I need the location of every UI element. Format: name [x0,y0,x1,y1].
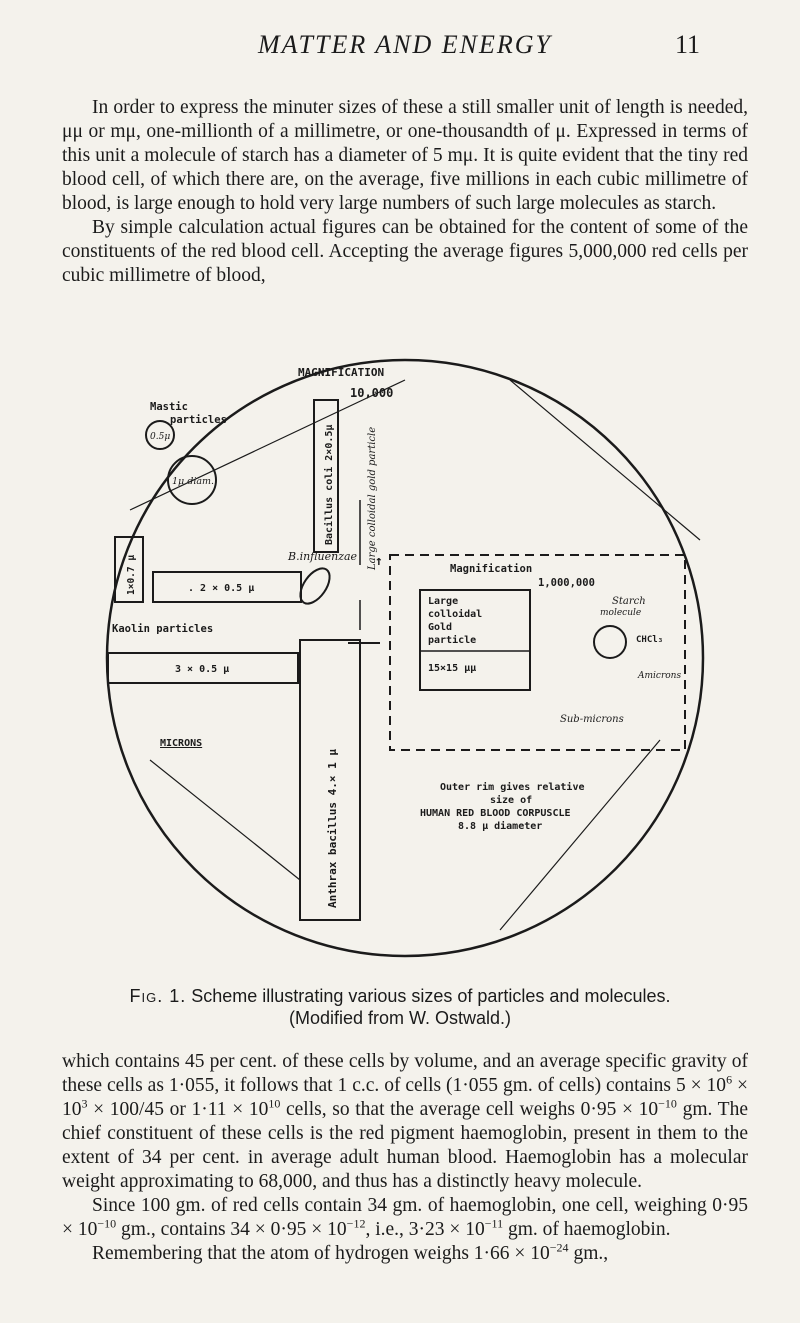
outer-rim-line-3: HUMAN RED BLOOD CORPUSCLE [420,808,571,819]
text-run: gm., contains 34 × 0·95 × 10 [116,1219,347,1240]
paragraph-3: which contains 45 per cent. of these cel… [62,1050,748,1194]
chloroform-label: CHCl₃ [636,635,663,645]
bottom-paragraphs: which contains 45 per cent. of these cel… [62,1050,748,1266]
colloidal-gold-vertical-label: Large colloidal gold particle [367,427,378,571]
exponent: −10 [658,1096,677,1111]
exponent: 3 [81,1096,88,1111]
exponent: −12 [346,1216,366,1231]
page-number: 11 [674,30,700,59]
kaolin-label: Kaolin particles [112,623,213,635]
text-run: × 100/45 or 1·11 × 10 [87,1099,269,1120]
bacillus-coli-label: Bacillus coli 2×0.5μ [323,425,335,545]
text-run: × 10 [62,1075,748,1120]
outer-rim-line-2: size of [490,794,532,806]
small-bacterium-box [114,536,144,603]
sub-microns-label: Sub-microns [560,714,624,725]
magnification-million-title: Magnification [450,563,532,575]
starch-line-1: Starch [612,596,646,607]
paragraph-1: In order to express the minuter sizes of… [62,97,748,214]
sector-line-1 [129,379,406,511]
sector-line-4 [499,739,661,931]
one-micron-circle [167,455,217,505]
text-run: Since 100 gm. of red cells contain 34 gm… [62,1195,748,1240]
running-title: MATTER AND ENERGY [257,30,552,59]
anthrax-box [299,639,361,921]
paragraph-5: Remembering that the atom of hydrogen we… [62,1242,748,1266]
text-run: Remembering that the atom of hydrogen we… [92,1243,550,1264]
particle-size-diagram: MAGNIFICATION 10,000 Bacillus coli 2×0.5… [105,358,705,958]
mastic-label-1: Mastic [150,401,188,413]
exponent: 6 [726,1072,733,1087]
mastic-particle-circle [145,420,175,450]
text-run: gm. The chief constituent of these cells… [62,1099,748,1192]
small-rod-size: . 2 × 0.5 μ [188,583,254,594]
colloidal-line-2: colloidal [428,608,482,620]
outer-rim-line-4: 8.8 μ diameter [458,820,542,832]
magnification-10000: 10,000 [350,386,393,400]
sector-line-2 [509,379,701,541]
outer-rim-line-1: Outer rim gives relative [440,781,585,793]
caption-text: Scheme illustrating various sizes of par… [191,986,671,1028]
mastic-size: 0.5μ [150,432,170,442]
magnification-million-value: 1,000,000 [538,577,595,589]
arrow-glyph-1: ↑ [375,554,383,569]
starch-line-2: molecule [600,608,641,618]
magnification-title: MAGNIFICATION [298,366,384,379]
top-paragraphs: In order to express the minuter sizes of… [62,96,748,288]
colloidal-dims: 15×15 μμ [428,663,476,674]
figure-1: MAGNIFICATION 10,000 Bacillus coli 2×0.5… [60,340,750,1000]
starch-circle [593,625,627,659]
paragraph-2: By simple calculation actual figures can… [62,217,748,286]
microns-label: MICRONS [160,738,202,749]
colloidal-line-3: Gold [428,622,452,633]
amicrons-label: Amicrons [637,671,681,681]
text-run: gm. of haemoglobin. [503,1219,671,1240]
figure-number: Fig. 1. [129,986,187,1006]
one-micron-diameter-note: 1μ diam. [172,476,214,487]
exponent: −24 [549,1240,569,1255]
sector-line-3 [149,759,301,881]
page-header: MATTER AND ENERGY 11 [0,30,800,70]
mastic-label-2: particles [170,414,227,426]
bacillus-coli-box [313,399,339,553]
exponent: 10 [268,1096,281,1111]
influenzae-label: B.influenzae [287,550,358,563]
exponent: −11 [484,1216,504,1231]
colloidal-line-1: Large [428,596,458,607]
small-bacterium-size: 1×0.7 μ [126,555,137,595]
exponent: −10 [97,1216,117,1231]
influenzae-shape [299,567,331,605]
text-run: , i.e., 3·23 × 10 [365,1219,485,1240]
kaolin-box [107,652,299,684]
colloidal-line-4: particle [428,634,476,646]
magnification-million-box [389,554,686,751]
text-run: gm., [568,1243,609,1264]
kaolin-size: 3 × 0.5 μ [175,664,229,675]
anthrax-label: Anthrax bacillus 4.× 1 μ [326,749,339,908]
text-run: cells, so that the average cell weighs 0… [280,1099,659,1120]
figure-caption: Fig. 1. Scheme illustrating various size… [95,985,705,1029]
text-run: which contains 45 per cent. of these cel… [62,1051,748,1096]
paragraph-4: Since 100 gm. of red cells contain 34 gm… [62,1194,748,1242]
colloidal-gold-box [419,589,531,691]
